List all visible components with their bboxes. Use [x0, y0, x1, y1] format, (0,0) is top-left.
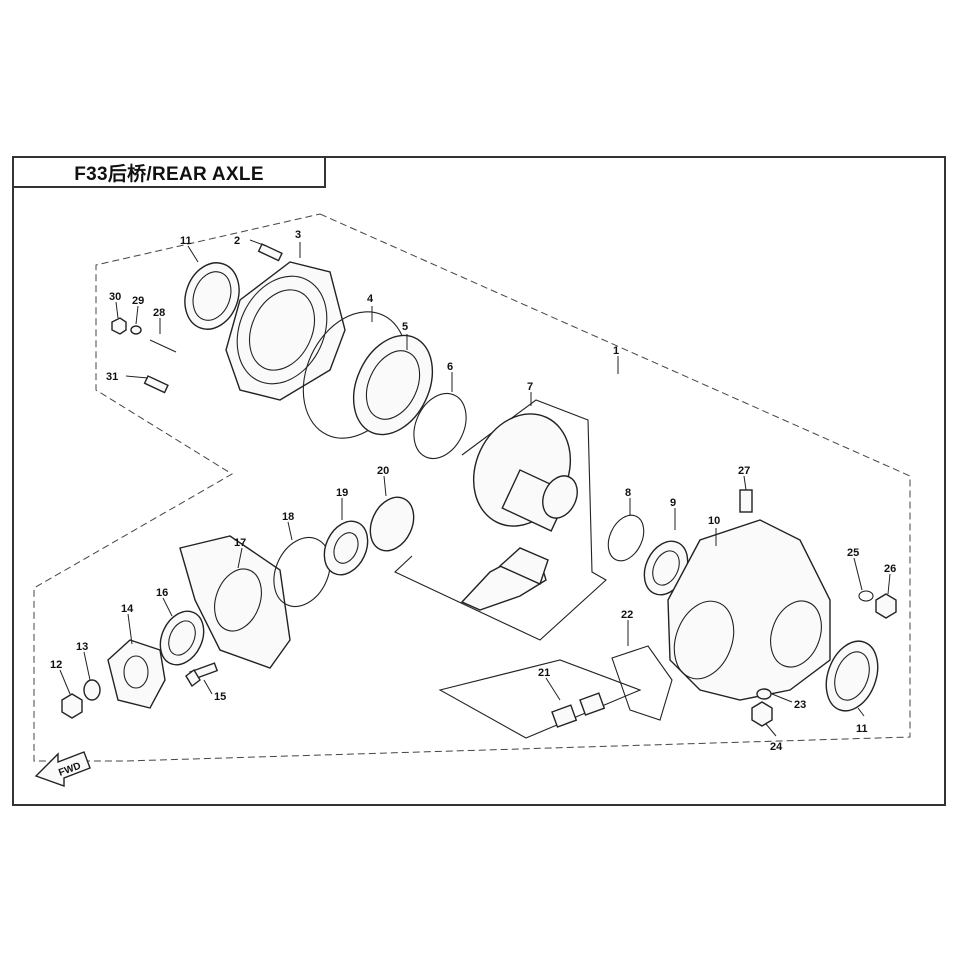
ball-bearing-small — [323, 520, 369, 576]
output-flange-housing — [179, 535, 291, 669]
callout-labels: 1 2 3 4 5 6 7 8 9 10 11 12 13 14 15 16 1… — [50, 229, 896, 753]
callout-2: 2 — [234, 235, 240, 247]
drain-plug — [751, 701, 773, 727]
callout-9: 9 — [670, 497, 676, 509]
cover-bolt-31 — [143, 375, 169, 394]
washer — [83, 679, 101, 701]
callout-29: 29 — [132, 295, 144, 307]
cover-bolt-2 — [257, 243, 283, 262]
diagram-title: F33后桥/REAR AXLE — [74, 163, 264, 185]
nut-30 — [111, 317, 127, 335]
callout-17: 17 — [234, 537, 246, 549]
callout-10: 10 — [708, 515, 720, 527]
callout-7: 7 — [527, 381, 533, 393]
oil-seal-right — [825, 640, 879, 712]
callout-5: 5 — [402, 321, 408, 333]
callout-11-right: 11 — [856, 723, 868, 735]
callout-20: 20 — [377, 465, 389, 477]
fill-washer — [858, 590, 874, 602]
callout-21: 21 — [538, 667, 550, 679]
ball-bearing-large — [352, 334, 434, 436]
callout-31: 31 — [106, 371, 118, 383]
callout-22: 22 — [621, 609, 633, 621]
oil-seal-left — [184, 262, 240, 330]
callout-4: 4 — [367, 293, 374, 305]
callout-15: 15 — [214, 691, 226, 703]
shim-ring — [413, 393, 467, 459]
callout-16: 16 — [156, 587, 168, 599]
callout-19: 19 — [336, 487, 348, 499]
flange-bolt-15 — [185, 662, 219, 688]
gear-group-outline — [394, 399, 607, 641]
pin-group-outline — [438, 659, 642, 739]
callout-25: 25 — [847, 547, 859, 559]
ring-gear — [472, 413, 578, 532]
callout-11-left: 11 — [180, 235, 192, 247]
title-box: F33后桥/REAR AXLE — [12, 156, 326, 188]
drain-washer — [756, 688, 772, 700]
diagram-frame — [12, 156, 946, 806]
axle-cover — [225, 261, 346, 401]
callout-26: 26 — [884, 563, 896, 575]
axle-housing — [667, 519, 831, 701]
lock-nut — [61, 693, 83, 719]
gasket-ring — [607, 514, 645, 562]
callout-28: 28 — [153, 307, 165, 319]
stud-28 — [149, 339, 177, 353]
fill-plug — [875, 593, 897, 619]
callout-12: 12 — [50, 659, 62, 671]
callout-24: 24 — [770, 741, 783, 753]
o-ring-medium — [273, 537, 331, 607]
washer-29 — [130, 325, 142, 335]
callout-23: 23 — [794, 699, 806, 711]
assembly-boundary — [33, 213, 911, 762]
callout-3: 3 — [295, 229, 301, 241]
callout-8: 8 — [625, 487, 631, 499]
callout-14: 14 — [121, 603, 134, 615]
drive-hub-flange — [107, 639, 166, 709]
callout-13: 13 — [76, 641, 88, 653]
breather-fitting — [739, 489, 753, 513]
callout-27: 27 — [738, 465, 750, 477]
hub-bearing — [159, 610, 205, 666]
pinion-gear — [460, 547, 549, 611]
clutch-ring — [369, 496, 415, 552]
callout-18: 18 — [282, 511, 294, 523]
leader-lines — [59, 239, 891, 737]
fwd-arrow-icon: FWD — [34, 751, 91, 787]
callout-1: 1 — [613, 345, 619, 357]
callout-6: 6 — [447, 361, 453, 373]
callout-30: 30 — [109, 291, 121, 303]
cover-gasket — [611, 645, 673, 721]
dowel-pins — [551, 692, 606, 728]
